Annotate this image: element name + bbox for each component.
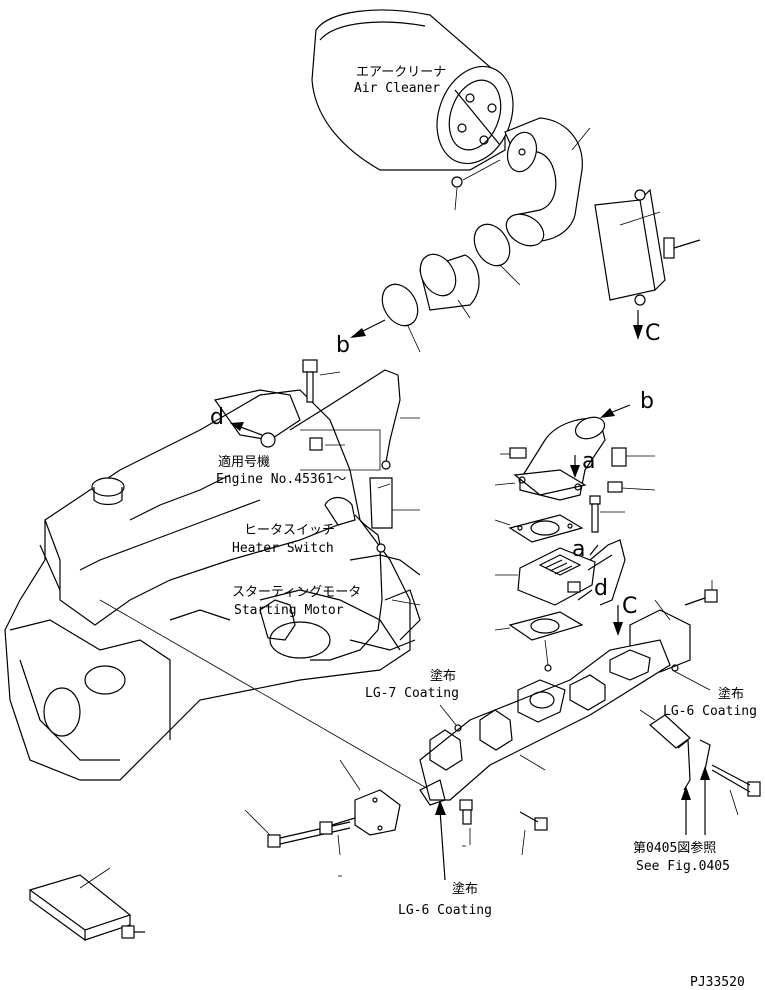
intake-connector [494,416,606,501]
heater-switch [324,477,420,546]
elbow-bolt [451,159,501,211]
air-cleaner-label-jp: エアークリーナ [356,65,446,80]
bolt-upper-left [302,359,341,403]
bolt-bottom-3 [459,799,473,845]
coating-label-jp-2: 塗布 [718,686,744,702]
bracket-lower [339,759,446,836]
marker-d-right-label: d [594,576,608,601]
marker-b-right-label: b [640,389,654,414]
marker-a-upper-label: a [582,449,595,474]
dowel-lg6 [671,664,711,691]
bolt-bottom-2 [319,817,356,856]
marker-b-left: b [336,319,386,358]
heater-switch-label-en: Heater Switch [232,541,334,556]
coating-label-jp-3: 塗布 [452,881,478,897]
bolt-right [684,580,718,606]
temp-sensor [611,447,655,467]
pipe-sleeve [639,709,691,749]
marker-c-upper-label: C [645,321,660,346]
starting-motor-label-jp: スターティングモータ [232,585,361,600]
see-fig-label-en: See Fig.0405 [636,859,730,874]
gasket-upper [494,514,584,543]
drawing-number: PJ33520 [690,975,745,990]
hose-clamp-lower [381,283,421,353]
engine-number-label: Engine No.45361～ [216,472,346,487]
sensor-plug [500,447,527,459]
see-fig-label-jp: 第0405図参照 [633,840,716,856]
intake-heater [495,539,626,606]
marker-d-left-label: d [210,405,224,430]
marker-c-upper: C [633,310,660,346]
bolt-long-right [711,764,761,816]
dowel-lg7 [439,704,462,732]
air-cleaner-label-en: Air Cleaner [354,81,440,96]
marker-a-lower-label: a [572,537,585,562]
marker-c-lower: C [613,594,637,636]
coating-label-jp-1: 塗布 [430,668,456,684]
engine-block [4,389,411,781]
heater-switch-label-jp: ヒータスイッチ [244,523,335,538]
marker-a-upper: a [570,449,595,478]
heater-wire [289,369,420,470]
clip-right [677,738,711,835]
bolt-bottom-4 [519,811,548,856]
nut-right [607,481,656,493]
marker-b-left-label: b [336,333,350,358]
lg7-coating-label: LG-7 Coating [365,686,459,701]
marker-d-left: d [210,405,263,436]
marker-a-lower: a [572,537,599,562]
lg6-coating-bottom-label: LG-6 Coating [398,903,492,918]
air-cleaner [311,9,514,171]
heater-element [28,867,145,941]
bracket-upper [594,188,701,306]
starting-motor-label-en: Starting Motor [234,603,344,618]
intake-manifold [419,639,671,801]
bolt-bottom-1 [244,809,351,848]
marker-b-right: b [600,389,654,418]
marker-d-right: d [577,576,608,601]
intake-elbow [504,117,583,247]
gasket-lower [494,611,584,672]
bolt-mid [589,495,625,533]
applicable-label-jp: 適用号機 [218,454,270,470]
lg6-coating-right-label: LG-6 Coating [663,704,757,719]
coating-arrow-bottom [435,800,446,881]
hose-clamp-upper [473,223,521,286]
hose [419,253,480,319]
starting-motor [259,543,421,661]
marker-c-lower-label: C [622,594,637,619]
